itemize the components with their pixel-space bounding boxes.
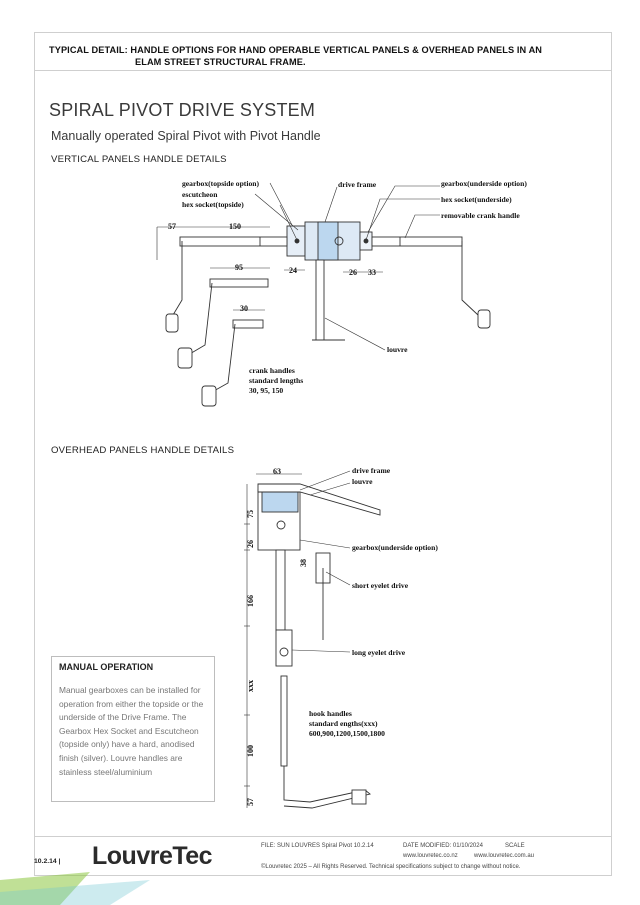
louvretec-logo: LouvreTec: [92, 842, 213, 870]
dim-150: 150: [229, 222, 241, 231]
footer-link-nz[interactable]: www.louvretec.co.nz: [403, 853, 458, 859]
oh-dim-166: 166: [246, 595, 255, 607]
hook-note-line-3: 600,900,1200,1500,1800: [309, 729, 385, 738]
header-divider: [34, 70, 611, 71]
hook-note-line-1: hook handles: [309, 709, 352, 718]
left-crank-arm: [169, 241, 183, 321]
hex-socket-circle: [334, 236, 344, 246]
oh-dim-75: 75: [246, 510, 255, 518]
header-line-1: TYPICAL DETAIL: HANDLE OPTIONS FOR HAND …: [49, 45, 543, 55]
crank-note-line-3: 30, 95, 150: [249, 386, 284, 395]
oh-label-long-eyelet: long eyelet drive: [352, 648, 406, 657]
hook-handle-rod: [280, 675, 288, 767]
dim-57: 57: [168, 222, 176, 231]
page-title: SPIRAL PIVOT DRIVE SYSTEM: [49, 100, 316, 120]
oh-label-drive-frame: drive frame: [352, 466, 391, 475]
oh-dim-xxx: xxx: [246, 680, 255, 692]
hook-note-line-2: standard engths(xxx): [309, 719, 378, 728]
oh-label-gearbox-underside: gearbox(underside option): [352, 543, 438, 552]
dim-24: 24: [289, 266, 297, 275]
overhead-louvre: [257, 483, 381, 516]
label-drive-frame: drive frame: [338, 180, 377, 189]
crank-95-shaft: [209, 278, 269, 288]
oh-dim-38: 38: [299, 559, 308, 567]
right-crank-arm: [461, 241, 479, 316]
footer-accent-green: [0, 872, 90, 905]
page-subtitle: Manually operated Spiral Pivot with Pivo…: [51, 129, 321, 143]
crank-note-line-1: crank handles: [249, 366, 295, 375]
left-shaft: [179, 236, 288, 247]
footer-scale: SCALE: [505, 843, 525, 849]
footer-accent-teal: [0, 880, 150, 905]
oh-dim-57: 57: [246, 798, 255, 806]
label-escutcheon: escutcheon: [182, 190, 218, 199]
page-header: TYPICAL DETAIL: HANDLE OPTIONS FOR HAND …: [49, 44, 589, 68]
right-shaft: [371, 236, 463, 247]
header-line-2: ELAM STREET STRUCTURAL FRAME.: [135, 57, 306, 67]
label-hex-socket-underside: hex socket(underside): [441, 195, 512, 204]
hex-socket-under: [363, 238, 369, 244]
manual-operation-box: MANUAL OPERATION Manual gearboxes can be…: [51, 656, 215, 802]
oh-dim-100: 100: [246, 745, 255, 757]
vertical-section-heading: VERTICAL PANELS HANDLE DETAILS: [51, 154, 227, 165]
footer-copyright: ©Louvretec 2025 – All Rights Reserved. T…: [261, 864, 521, 870]
manual-operation-heading: MANUAL OPERATION: [59, 662, 154, 672]
manual-operation-body: Manual gearboxes can be installed for op…: [59, 685, 204, 777]
label-hex-socket-topside: hex socket(topside): [182, 200, 244, 209]
dim-30: 30: [240, 304, 248, 313]
crank-30-shaft: [232, 319, 264, 329]
page-code: 10.2.14 |: [34, 858, 61, 865]
oh-dim-63: 63: [273, 467, 281, 476]
label-louvre: louvre: [387, 345, 408, 354]
overhead-rod: [275, 549, 286, 631]
footer-file: FILE: SUN LOUVRES Spiral Pivot 10.2.14: [261, 843, 374, 849]
label-crank-handle: removable crank handle: [441, 211, 520, 220]
oh-label-short-eyelet: short eyelet drive: [352, 581, 409, 590]
dim-95: 95: [235, 263, 243, 272]
louvre-blade: [315, 259, 325, 341]
hex-socket-top: [294, 238, 300, 244]
dim-33: 33: [368, 268, 376, 277]
oh-label-louvre: louvre: [352, 477, 373, 486]
oh-dim-26: 26: [246, 540, 255, 548]
footer-divider: [34, 836, 611, 837]
footer-date-modified: DATE MODIFIED: 01/10/2024: [403, 843, 483, 849]
label-gearbox-topside: gearbox(topside option): [182, 179, 259, 188]
dim-26: 26: [349, 268, 357, 277]
footer-link-au[interactable]: www.louvretec.com.au: [474, 853, 535, 859]
gearbox-center: [317, 221, 339, 261]
crank-note-line-2: standard lengths: [249, 376, 304, 385]
page-frame: [34, 32, 612, 876]
overhead-section-heading: OVERHEAD PANELS HANDLE DETAILS: [51, 445, 235, 456]
label-gearbox-underside: gearbox(underside option): [441, 179, 527, 188]
